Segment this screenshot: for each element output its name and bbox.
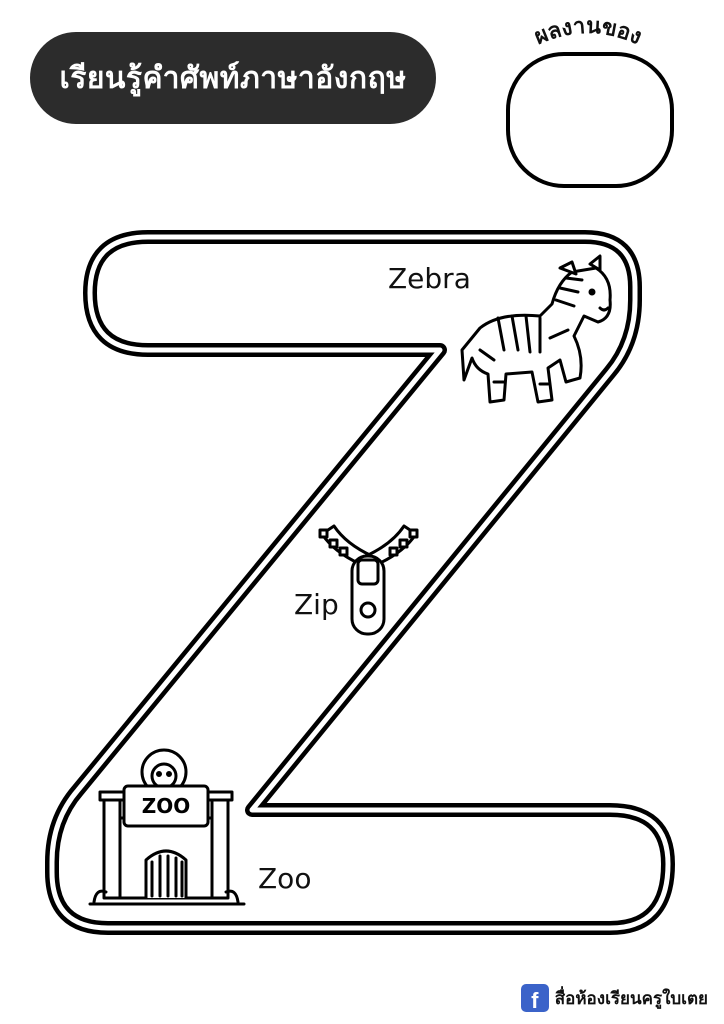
- footer-credit: f สื่อห้องเรียนครูใบเตย: [520, 984, 708, 1012]
- title-banner: เรียนรู้คำศัพท์ภาษาอังกฤษ: [30, 32, 436, 124]
- zipper-icon: [318, 524, 419, 636]
- zebra-icon: [460, 254, 612, 404]
- word-zebra: Zebra: [388, 262, 471, 295]
- zoo-sign-text: ZOO: [142, 794, 191, 818]
- name-frame: [506, 52, 674, 188]
- word-zip: Zip: [294, 588, 339, 621]
- footer-page-name: สื่อห้องเรียนครูใบเตย: [554, 988, 708, 1009]
- name-label: ผลงานของ: [531, 14, 646, 50]
- letter-z-outline: [45, 230, 675, 935]
- page-title: เรียนรู้คำศัพท์ภาษาอังกฤษ: [59, 60, 407, 96]
- facebook-icon: f: [520, 984, 549, 1012]
- word-zoo: Zoo: [258, 862, 312, 895]
- zoo-gate-icon: [88, 748, 246, 906]
